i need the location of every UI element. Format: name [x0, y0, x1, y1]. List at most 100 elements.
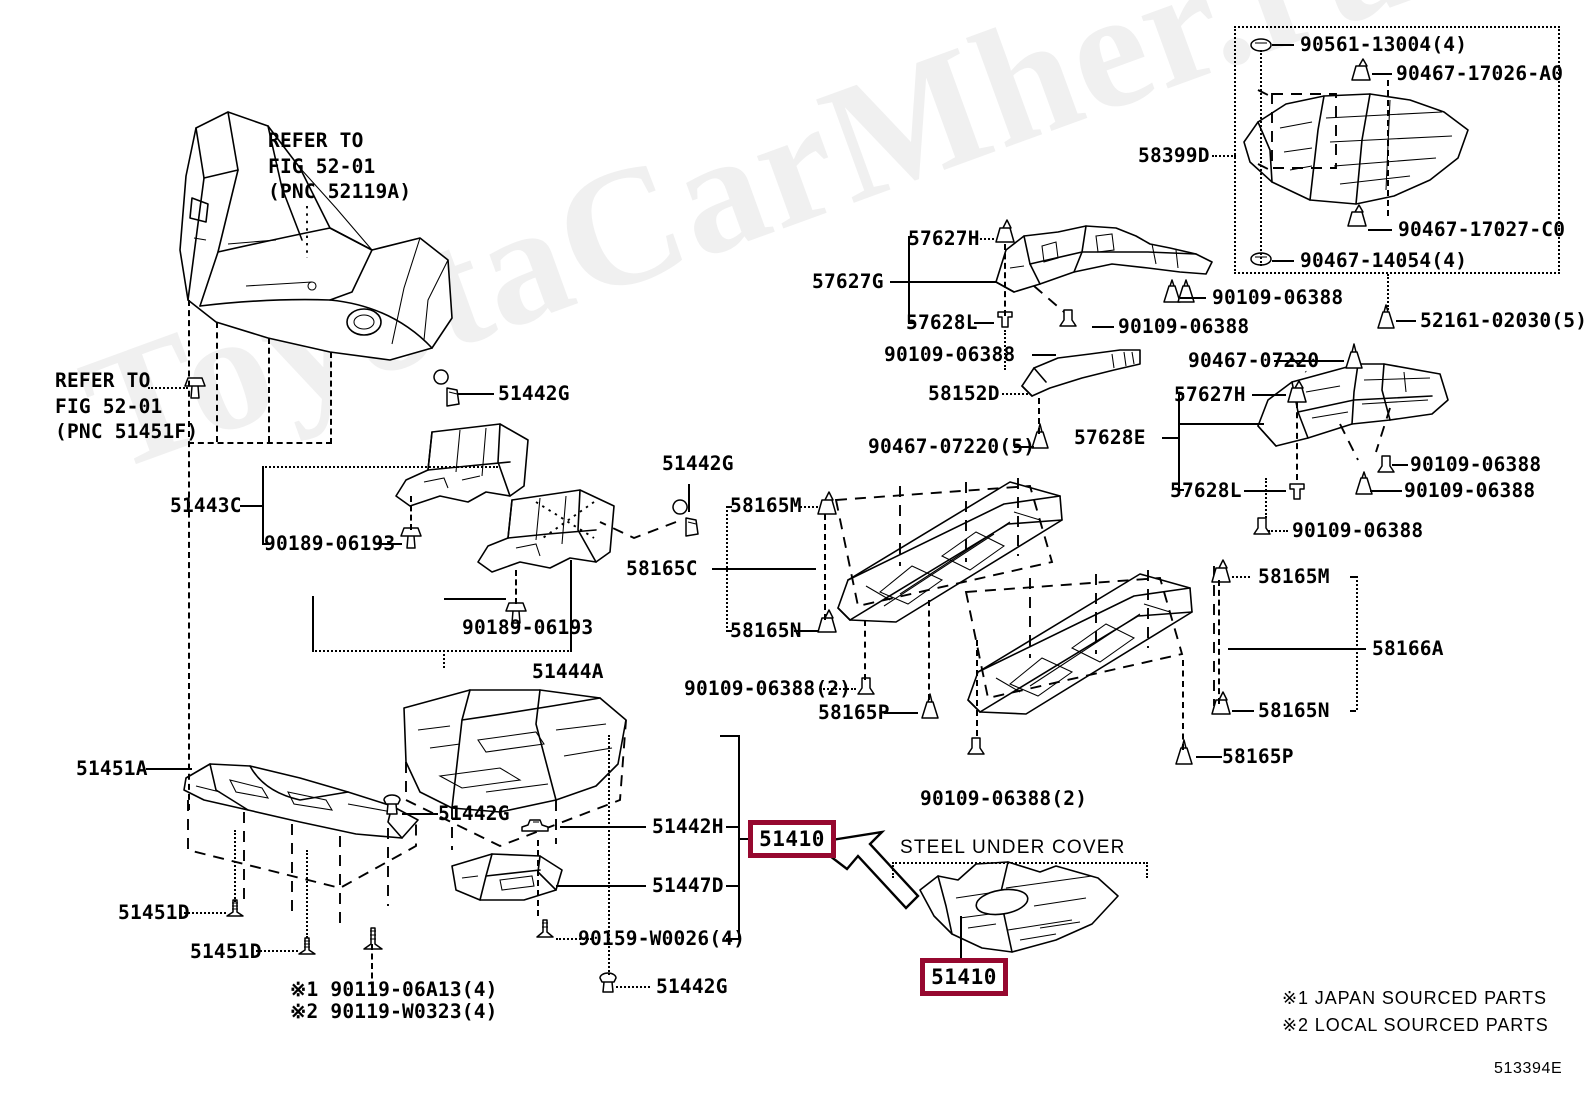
- label-90119-06A13: ※1 90119-06A13(4): [290, 978, 498, 1001]
- leader-58165P-left: [884, 712, 918, 714]
- label-52161-02030: 52161-02030(5): [1420, 309, 1588, 332]
- leader-90159: [556, 938, 592, 940]
- dash-inset-right: [1387, 80, 1389, 216]
- bracket-51443C-top: [262, 466, 498, 468]
- bracket-51410-t1: [726, 826, 740, 828]
- leader-57627G: [890, 281, 910, 283]
- label-57627H-left: 57627H: [908, 227, 980, 250]
- leader-90467-14054: [1272, 260, 1294, 262]
- leader-90109-c1: [1180, 297, 1206, 299]
- label-51442G-b: 51442G: [662, 452, 734, 475]
- leader-51444A-down: [443, 650, 445, 668]
- leader-58165N-r: [1232, 710, 1254, 712]
- dash-58165P-r: [1182, 660, 1184, 750]
- label-51442G-a: 51442G: [498, 382, 570, 405]
- highlight-51410-callout[interactable]: 51410: [748, 820, 836, 858]
- label-51442G-d: 51442G: [656, 975, 728, 998]
- label-51447D: 51447D: [652, 874, 724, 897]
- label-58165P-right: 58165P: [1222, 745, 1294, 768]
- leader-58165P-r: [1196, 756, 1222, 758]
- dash-58152D: [1038, 398, 1040, 434]
- label-90467-17027: 90467-17027-C0: [1398, 218, 1566, 241]
- leader-90109-2a: [820, 688, 856, 690]
- leader-57628L-l: [974, 322, 994, 324]
- bracket-58165-bot: [726, 630, 732, 632]
- bracket-51410-top: [720, 735, 740, 737]
- dash-51451D-a: [234, 830, 236, 902]
- label-58165P-left: 58165P: [818, 701, 890, 724]
- label-51442G-c: 51442G: [438, 802, 510, 825]
- leader-51451D-b: [256, 950, 298, 952]
- part-58399D-illustration: [1243, 93, 1469, 205]
- leader-58165M-r: [1232, 576, 1250, 578]
- leader-51443C: [240, 505, 262, 507]
- leader-90109-r1: [1392, 464, 1408, 466]
- label-90561-13004: 90561-13004(4): [1300, 33, 1468, 56]
- part-steel-under-cover-illustration: [919, 861, 1119, 953]
- dash-90119: [371, 944, 373, 988]
- bracket-57628E-top: [1178, 393, 1184, 395]
- bracket-51410-out: [738, 838, 754, 840]
- leader-90189-b: [444, 598, 506, 600]
- dash-57627H-l: [1004, 244, 1006, 316]
- label-90109-06388-2b: 90109-06388(2): [920, 787, 1088, 810]
- bracket-57627G-top: [908, 236, 914, 238]
- leader-51451A: [146, 768, 192, 770]
- leader-90109-r3: [1268, 530, 1288, 532]
- leader-90109-c3: [1092, 326, 1114, 328]
- highlight-51410-steel[interactable]: 51410: [920, 958, 1008, 996]
- leader-52161: [1396, 320, 1416, 322]
- leader-steel-51410: [960, 916, 962, 966]
- label-51451D-a: 51451D: [118, 901, 190, 924]
- leader-90467-07220-5: [1014, 446, 1034, 448]
- leader-90561: [1272, 44, 1294, 46]
- label-90109-06388-r2: 90109-06388: [1404, 479, 1536, 502]
- label-57628L-left: 57628L: [906, 311, 978, 334]
- leader-bumper-4: [330, 352, 332, 444]
- leader-90467-17027: [1368, 229, 1392, 231]
- label-90119-W0323: ※2 90119-W0323(4): [290, 1000, 498, 1023]
- label-90467-07220-5: 90467-07220(5): [868, 435, 1036, 458]
- leader-58152D: [1002, 393, 1028, 395]
- label-58152D: 58152D: [928, 382, 1000, 405]
- bracket-58165-top: [726, 506, 732, 508]
- leader-57627H-r: [1252, 394, 1286, 396]
- leader-58166A: [1228, 648, 1366, 650]
- part-57628E-illustration: [1257, 363, 1449, 447]
- label-90189-06193-a: 90189-06193: [264, 532, 396, 555]
- bracket-51444A-top: [312, 650, 572, 652]
- inset-58399D-box: [1234, 26, 1560, 274]
- bracket-51444A-v: [570, 560, 572, 652]
- leader-51442G-c: [402, 813, 438, 815]
- label-57628L-right: 57628L: [1170, 479, 1242, 502]
- label-51444A: 51444A: [532, 660, 604, 683]
- legend-japan-sourced: ※1 JAPAN SOURCED PARTS: [1282, 988, 1547, 1008]
- dash-90159-v: [537, 840, 539, 916]
- dash-52161: [1387, 274, 1389, 310]
- fastener-icons: [184, 38, 1395, 993]
- bracket-steel-cover: [892, 862, 1148, 878]
- bracket-57627G-bot: [908, 322, 914, 324]
- part-51447D-illustration: [451, 853, 563, 901]
- leader-bumper-bottom: [188, 442, 332, 444]
- label-90109-06388-c2: 90109-06388: [884, 343, 1016, 366]
- leader-51442G-d: [616, 986, 650, 988]
- label-51451A: 51451A: [76, 757, 148, 780]
- part-51443C-illustration: [395, 423, 529, 507]
- caption-steel-under-cover: STEEL UNDER COVER: [900, 837, 1126, 858]
- part-58152D-illustration: [1021, 349, 1141, 397]
- dash-57628L-r: [1265, 478, 1267, 518]
- label-90109-06388-r1: 90109-06388: [1410, 453, 1542, 476]
- dash-90109-2a: [864, 620, 866, 680]
- leader-refer-51451F: [148, 387, 188, 389]
- leader-57627H-l: [976, 238, 994, 240]
- part-58165C-illustration: [837, 481, 1063, 623]
- dash-58165M: [824, 514, 826, 620]
- leader-90109-c2: [1032, 354, 1056, 356]
- dash-90109-2b: [976, 640, 978, 736]
- label-51443C: 51443C: [170, 494, 242, 517]
